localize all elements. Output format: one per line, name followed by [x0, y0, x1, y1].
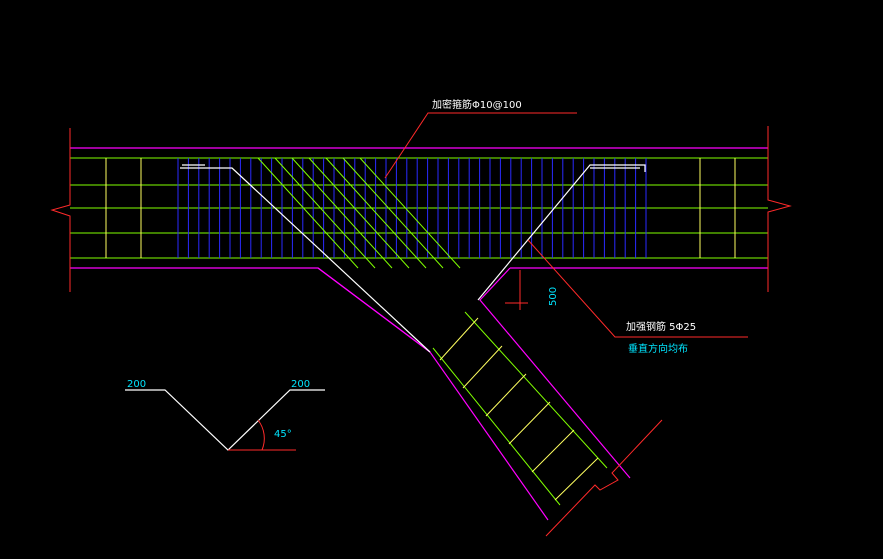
- branch-bar-lower: [432, 347, 561, 506]
- branch-stirrup: [462, 345, 503, 389]
- break-line-branch: [545, 419, 663, 537]
- hanger-leader: [527, 239, 748, 338]
- branch-bar-upper: [464, 311, 608, 469]
- hanger-bar-left: [180, 167, 431, 353]
- inclined-bars: [257, 157, 461, 269]
- hanger-note: 垂直方向均布: [628, 342, 688, 355]
- inclined-bar: [274, 157, 376, 269]
- inclined-bar: [342, 157, 444, 269]
- break-line-left: [50, 128, 71, 292]
- inclined-bar: [325, 157, 427, 269]
- branch-stirrup: [485, 373, 527, 417]
- leader-lines: [384, 112, 748, 338]
- inclined-bar: [359, 157, 461, 269]
- bend-detail: 200 200 45°: [125, 379, 325, 451]
- offset-dim-label: 500: [548, 287, 559, 306]
- branch-stirrup: [508, 401, 551, 445]
- bend-left-length: 200: [127, 379, 146, 390]
- bend-angle-label: 45°: [274, 429, 292, 440]
- hanger-bars: [180, 164, 646, 353]
- dense-stirrups: [177, 158, 647, 258]
- branch-stirrup: [531, 429, 575, 473]
- longitudinal-bars: [70, 157, 768, 259]
- hanger-bar-right: [477, 164, 646, 301]
- hanger-bar-label: 加强钢筋 5Φ25: [626, 320, 696, 333]
- inclined-bar: [291, 157, 393, 269]
- bend-right-length: 200: [291, 379, 310, 390]
- branch-stirrups: [439, 317, 599, 501]
- inclined-bar: [308, 157, 410, 269]
- dense-stirrup-label: 加密箍筋Φ10@100: [432, 98, 522, 111]
- break-lines: [50, 126, 792, 537]
- branch-stirrup: [554, 457, 599, 501]
- end-stirrups: [105, 158, 736, 258]
- break-line-right: [767, 126, 792, 292]
- dense-stirrup-leader: [384, 112, 577, 179]
- inclined-bar: [257, 157, 359, 269]
- branch-stirrup: [439, 317, 479, 361]
- angle-arc: [257, 419, 265, 451]
- branch-upper-edge: [479, 267, 631, 479]
